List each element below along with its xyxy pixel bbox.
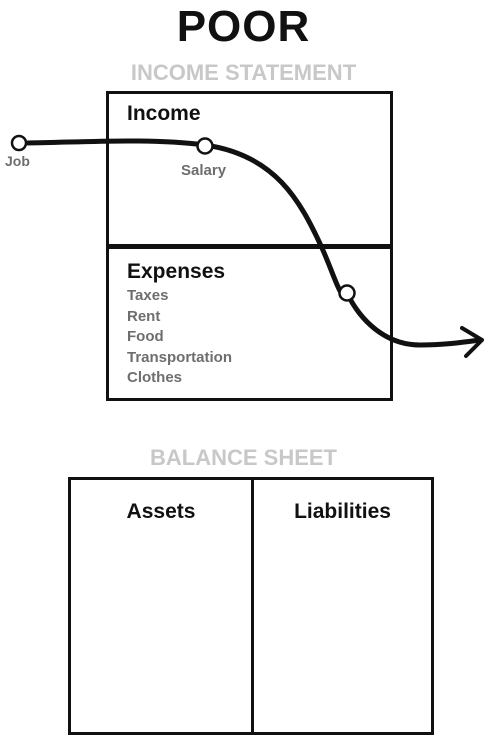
assets-heading: Assets — [126, 500, 196, 523]
expense-item-transportation: Transportation — [127, 348, 233, 366]
expenses-heading: Expenses — [127, 260, 226, 283]
income-section: Income — [106, 91, 393, 249]
balance-sheet-title: BALANCE SHEET — [149, 445, 337, 470]
expenses-section: Expenses Taxes Rent Food Transportation … — [106, 244, 393, 401]
expense-item-food: Food — [127, 328, 164, 345]
salary-label: Salary — [181, 162, 227, 179]
job-label: Job — [5, 153, 30, 169]
job-node — [10, 134, 28, 152]
liabilities-heading: Liabilities — [294, 500, 391, 523]
expense-item-clothes: Clothes — [127, 369, 183, 386]
assets-column: Assets — [68, 477, 254, 735]
income-statement-title: INCOME STATEMENT — [130, 60, 357, 85]
liabilities-column: Liabilities — [251, 477, 434, 735]
arrowhead-icon — [460, 326, 484, 358]
income-heading: Income — [127, 102, 201, 125]
expense-item-taxes: Taxes — [127, 287, 169, 304]
expense-item-rent: Rent — [127, 307, 161, 325]
expense-list: Taxes Rent Food Transportation Clothes — [127, 286, 232, 389]
page-title: POOR — [176, 2, 311, 51]
